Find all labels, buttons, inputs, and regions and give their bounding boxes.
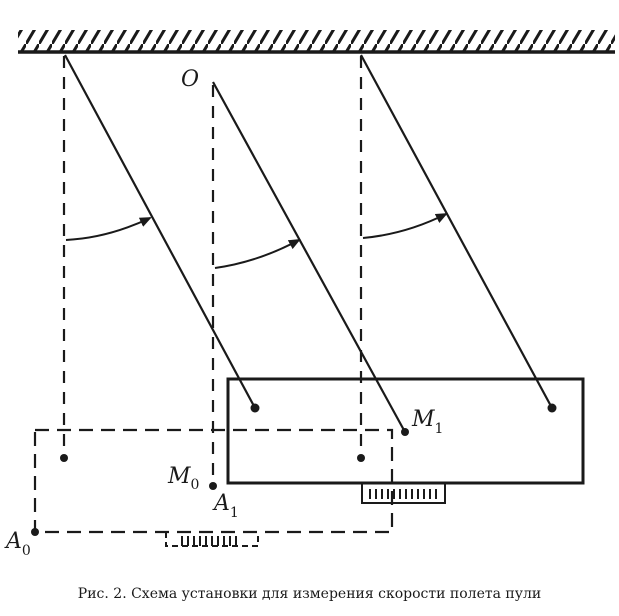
point-a0: [31, 528, 39, 536]
point-m0: [209, 482, 217, 490]
label-m1: M1: [411, 407, 443, 437]
initial-scale: [165, 532, 259, 547]
point-deflected-left: [250, 403, 260, 413]
label-pivot-o: O: [181, 67, 199, 92]
deflected-threads: [64, 54, 553, 433]
point-initial-left: [60, 454, 68, 462]
deflected-box: [226, 377, 585, 485]
deflection-arrows: [65, 213, 448, 269]
vertical-reference-lines: [62, 56, 363, 488]
points: [31, 403, 557, 536]
initial-box: [33, 428, 394, 534]
point-initial-right: [357, 454, 365, 462]
point-deflected-right: [547, 403, 557, 413]
label-a0: A0: [4, 529, 31, 559]
label-a1: A1: [212, 491, 239, 521]
ceiling: [18, 30, 615, 54]
point-m1: [401, 428, 409, 436]
label-m0: M0: [167, 464, 199, 493]
deflected-scale: [361, 483, 446, 504]
figure-caption: Рис. 2. Схема установки для измерения ск…: [77, 586, 542, 602]
